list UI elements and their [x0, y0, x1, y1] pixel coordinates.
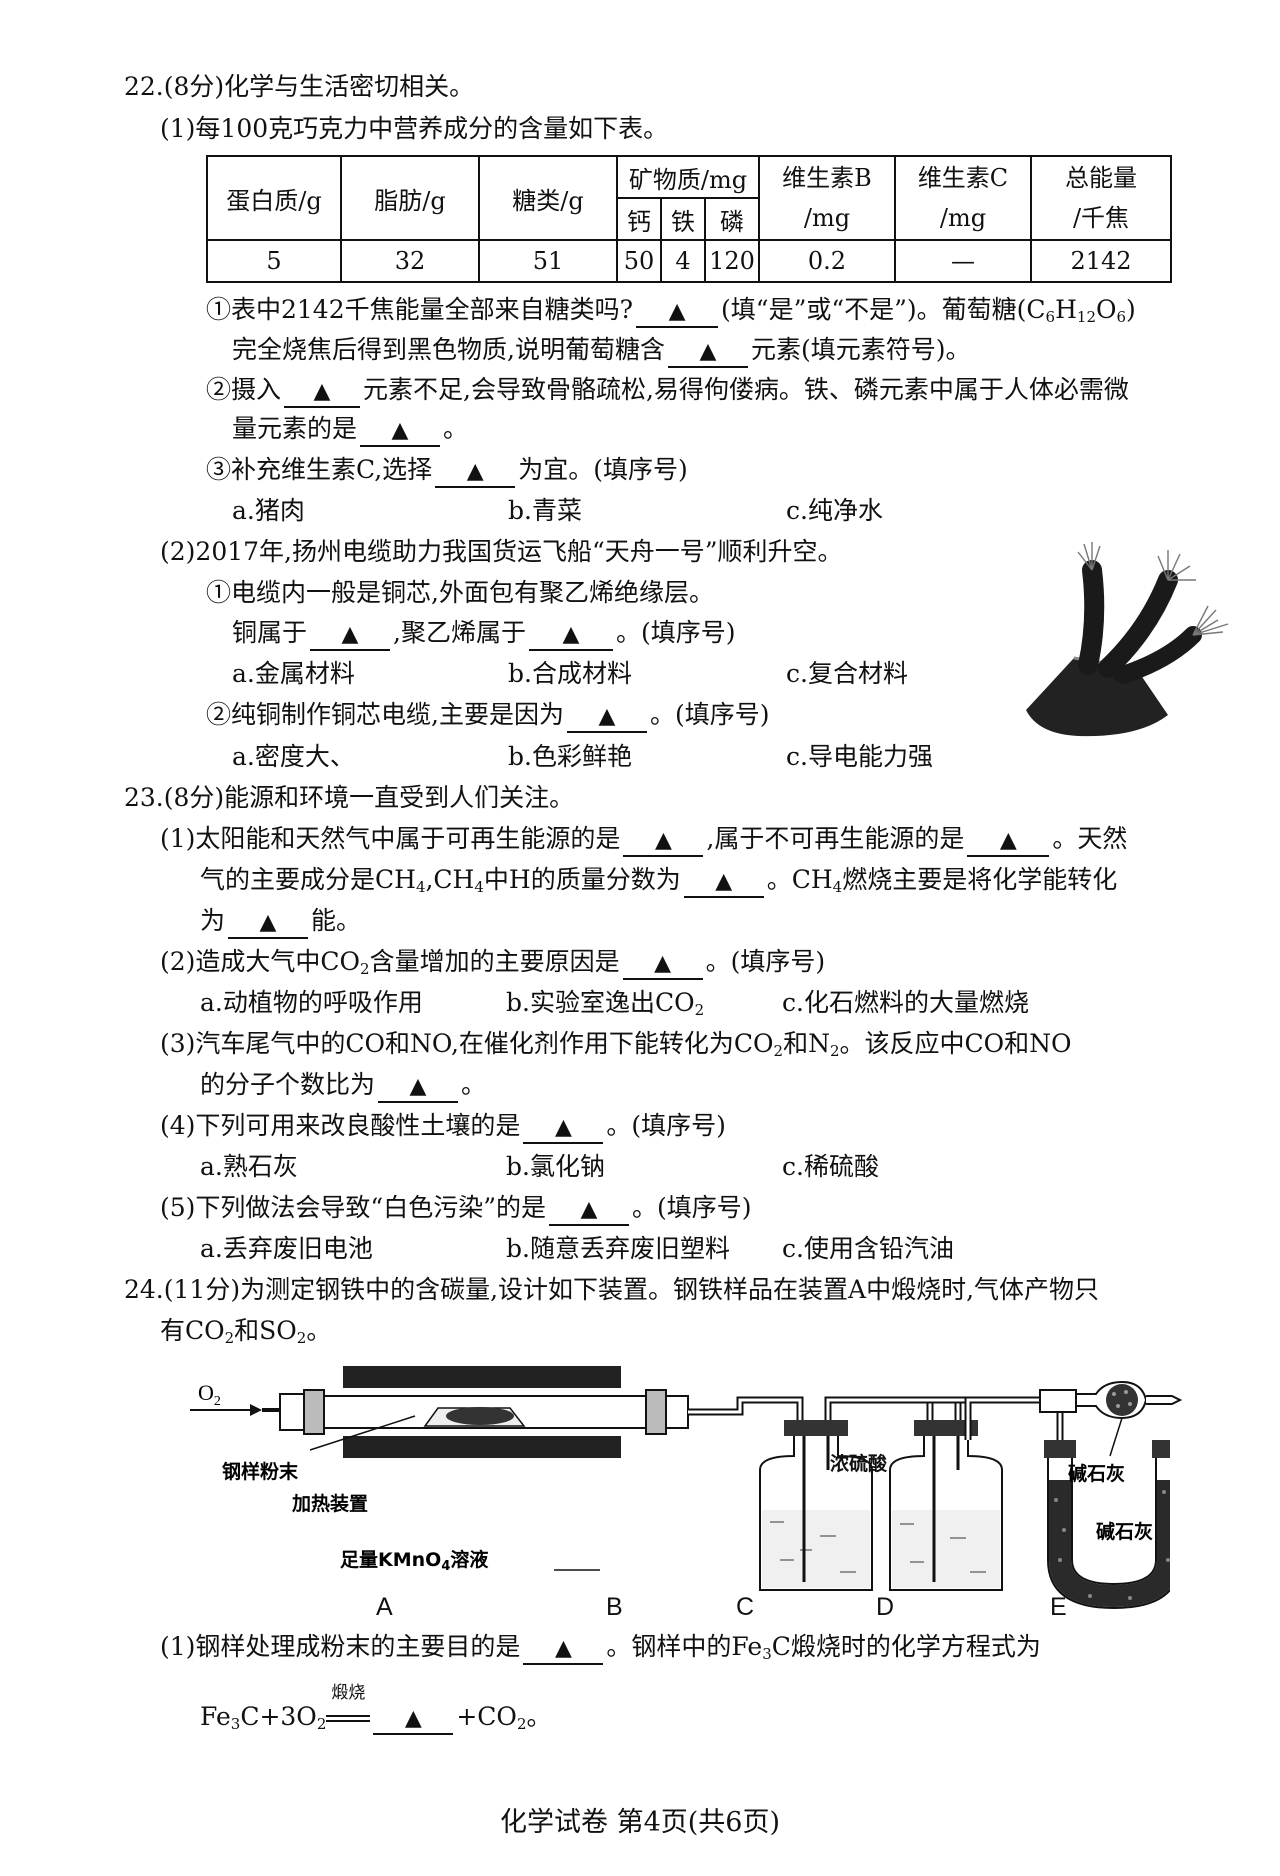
page-footer: 化学试卷 第4页(共6页) [499, 1807, 780, 1838]
cable-illustration [1026, 542, 1229, 737]
answer-blank[interactable] [528, 619, 613, 651]
apparatus-letter-d: D [876, 1593, 895, 1621]
answer-blank[interactable] [310, 619, 391, 651]
th-iron: 铁 [660, 197, 706, 241]
label-sodalime-d: 碱石灰 [1096, 1520, 1153, 1543]
q22-s2-line1: ②摄入元素不足,会导致骨骼疏松,易得佝偻病。铁、磷元素中属于人体必需微 [206, 373, 1129, 408]
answer-blank[interactable] [523, 1633, 604, 1665]
apparatus-letter-b: B [606, 1593, 623, 1621]
answer-blank[interactable] [683, 866, 764, 898]
answer-blank[interactable] [667, 336, 748, 368]
q22-s2-line2: 量元素的是。 [232, 412, 468, 447]
q23-p1-line3: 为能。 [200, 904, 361, 939]
q22-s1-line2: 完全烧焦后得到黑色物质,说明葡萄糖含元素(填元素符号)。 [232, 333, 970, 368]
label-heater: 加热装置 [291, 1492, 368, 1515]
answer-blank[interactable] [622, 948, 703, 980]
q22-s1-line1: ①表中2142千焦能量全部来自糖类吗?(填“是”或“不是”)。葡萄糖(C6H12… [206, 293, 1136, 334]
answer-blank[interactable] [967, 825, 1050, 857]
answer-blank[interactable] [228, 907, 309, 939]
th-calcium: 钙 [616, 197, 662, 241]
answer-blank[interactable] [373, 1703, 454, 1735]
answer-blank[interactable] [435, 456, 516, 488]
th-vitc: 维生素C/mg [894, 155, 1032, 241]
u-tube-d [1044, 1440, 1170, 1610]
heater-bottom [343, 1436, 621, 1458]
heater-top [343, 1366, 621, 1388]
apparatus-letter-c: C [736, 1593, 755, 1621]
answer-blank[interactable] [284, 376, 361, 408]
td-sugar: 51 [478, 239, 618, 283]
drying-tube-e [1039, 1380, 1183, 1420]
steel-powder [446, 1407, 514, 1425]
bottle-b [759, 1420, 873, 1591]
q22-p2-s2: ②纯铜制作铜芯电缆,主要是因为。(填序号) [206, 698, 769, 733]
td-protein: 5 [206, 239, 342, 283]
reaction-condition: 煅烧 [326, 1683, 371, 1734]
q22-s3-line: ③补充维生素C,选择为宜。(填序号) [206, 453, 688, 488]
answer-blank[interactable] [636, 296, 719, 328]
th-vitb: 维生素B/mg [758, 155, 896, 241]
q24-header-line2: 有CO2和SO2。 [160, 1316, 332, 1347]
q22-header: 22.(8分)化学与生活密切相关。 [124, 72, 475, 101]
answer-blank[interactable] [378, 1071, 459, 1103]
q23-p2: (2)造成大气中CO2含量增加的主要原因是。(填序号) [160, 945, 825, 986]
o2-label: O2 [198, 1380, 221, 1409]
answer-blank[interactable] [548, 1194, 629, 1226]
th-phosphorus: 磷 [704, 197, 760, 241]
th-protein: 蛋白质/g [206, 155, 342, 241]
q22-p2-s1b: 铜属于,聚乙烯属于。(填序号) [232, 616, 735, 651]
q22-p2-s1: ①电缆内一般是铜芯,外面包有聚乙烯绝缘层。 [206, 578, 714, 607]
label-sample: 钢样粉末 [222, 1460, 299, 1483]
q23-p3-line1: (3)汽车尾气中的CO和NO,在催化剂作用下能转化为CO2和N2。该反应中CO和… [160, 1029, 1072, 1060]
td-fat: 32 [340, 239, 480, 283]
th-mineral: 矿物质/mg [616, 155, 760, 199]
nutrition-table: 蛋白质/g 脂肪/g 糖类/g 矿物质/mg 维生素B/mg 维生素C/mg 总… [206, 155, 1172, 283]
td-iron: 4 [660, 239, 706, 283]
td-vitc: — [894, 239, 1032, 283]
apparatus-diagram: O2 钢样粉末 加热装置 足量KMnO4溶液 [190, 1366, 1170, 1610]
apparatus-diagram-e: 碱石灰 [900, 1380, 1183, 1485]
q23-p1-line1: (1)太阳能和天然气中属于可再生能源的是,属于不可再生能源的是。天然 [160, 822, 1127, 857]
apparatus-letter-a: A [376, 1593, 393, 1621]
q22-part2-intro: (2)2017年,扬州电缆助力我国货运飞船“天舟一号”顺利升空。 [160, 537, 843, 566]
apparatus-letter-e: E [1050, 1593, 1067, 1621]
td-calcium: 50 [616, 239, 662, 283]
label-kmno4: 足量KMnO4溶液 [340, 1548, 489, 1574]
q23-p4: (4)下列可用来改良酸性土壤的是。(填序号) [160, 1109, 726, 1144]
bottle-c [889, 1420, 1003, 1591]
answer-blank[interactable] [523, 1112, 604, 1144]
q23-p1-line2: 气的主要成分是CH4,CH4中H的质量分数为。CH4燃烧主要是将化学能转化 [200, 863, 1117, 904]
answer-blank[interactable] [566, 701, 647, 733]
q24-header-line1: 24.(11分)为测定钢铁中的含碳量,设计如下装置。钢铁样品在装置A中煅烧时,气… [124, 1275, 1100, 1304]
q23-header: 23.(8分)能源和环境一直受到人们关注。 [124, 783, 575, 812]
answer-blank[interactable] [360, 415, 441, 447]
th-sugar: 糖类/g [478, 155, 618, 241]
td-phosphorus: 120 [704, 239, 760, 283]
label-sodalime-e: 碱石灰 [1068, 1462, 1125, 1485]
label-h2so4: 浓硫酸 [830, 1452, 888, 1475]
q22-part1-intro: (1)每100克巧克力中营养成分的含量如下表。 [160, 114, 669, 143]
th-energy: 总能量/千焦 [1030, 155, 1172, 241]
q24-p1-line1: (1)钢样处理成粉末的主要目的是。钢样中的Fe3C煅烧时的化学方程式为 [160, 1630, 1041, 1671]
th-fat: 脂肪/g [340, 155, 480, 241]
td-vitb: 0.2 [758, 239, 896, 283]
td-energy: 2142 [1030, 239, 1172, 283]
q23-p3-line2: 的分子个数比为。 [200, 1068, 486, 1103]
q23-p5: (5)下列做法会导致“白色污染”的是。(填序号) [160, 1191, 752, 1226]
answer-blank[interactable] [623, 825, 704, 857]
